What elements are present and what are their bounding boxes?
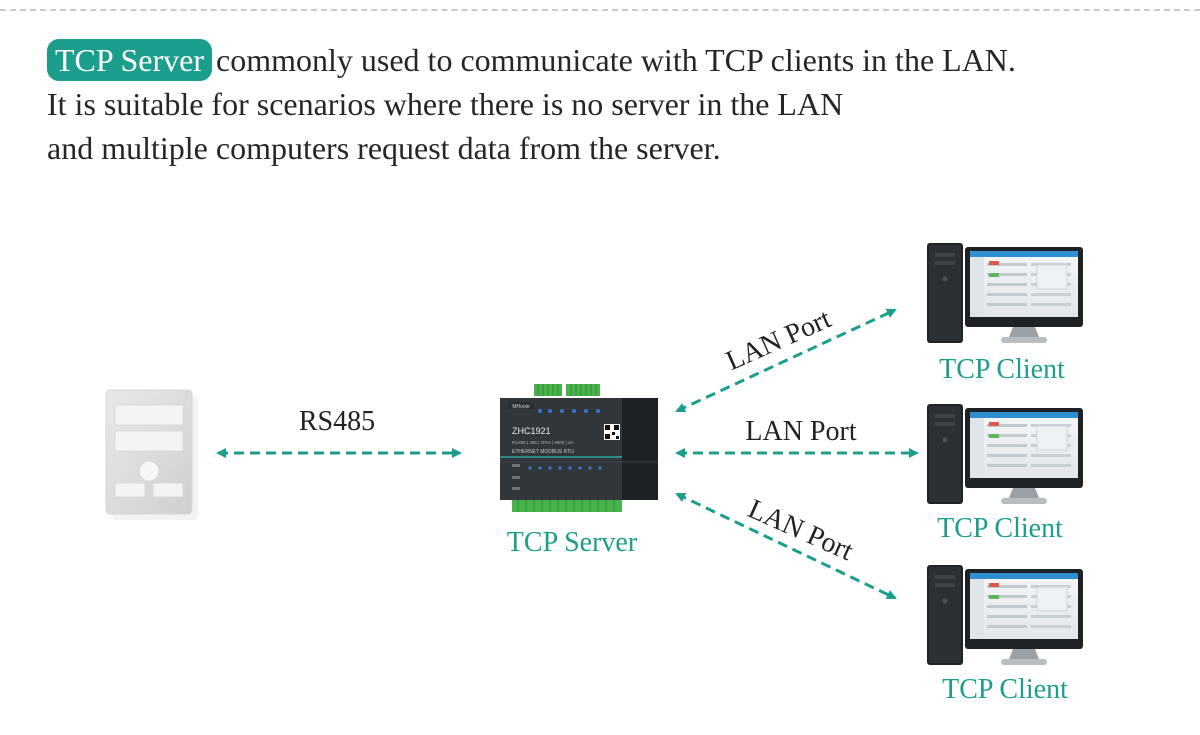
tcp-server-badge: TCP Server <box>47 39 213 81</box>
device-subtitle-text: ETHERNET MODBUS RTU <box>512 449 574 455</box>
device-brand-text: MHoole <box>512 404 529 410</box>
lan-port-bottom-label: LAN Port <box>743 493 857 567</box>
device-model-text: ZHC1921 <box>512 426 551 436</box>
rs485-label: RS485 <box>299 406 375 437</box>
wall-switch-panel-icon <box>105 389 198 520</box>
device-spec-text: RS485 | 485 | 2PIN | 9600 | 4A <box>512 440 573 445</box>
tcp-client-computer-icon <box>927 565 1083 665</box>
lan-port-middle-label: LAN Port <box>745 416 856 447</box>
tcp-server-device-icon: MHoole ZHC1921 RS485 | 485 | 2PIN | 9600… <box>500 384 658 512</box>
tcp-client-computer-icon <box>927 243 1083 343</box>
intro-line-3: and multiple computers request data from… <box>47 130 721 166</box>
lan-link-top-arrow <box>675 308 897 413</box>
top-dashed-divider <box>0 9 1200 11</box>
lan-port-top-label: LAN Port <box>721 303 835 377</box>
tcp-client-label: TCP Client <box>937 513 1063 544</box>
tcp-client-label: TCP Client <box>939 354 1065 385</box>
tcp-client-label: TCP Client <box>942 674 1068 705</box>
tcp-client-computer-icon <box>927 404 1083 504</box>
lan-link-bottom-arrow <box>675 492 897 600</box>
intro-line-1-text: commonly used to communicate with TCP cl… <box>216 42 1016 78</box>
intro-line-2: It is suitable for scenarios where there… <box>47 86 844 122</box>
device-qr-code-icon <box>604 424 620 440</box>
tcp-server-label: TCP Server <box>507 527 638 558</box>
